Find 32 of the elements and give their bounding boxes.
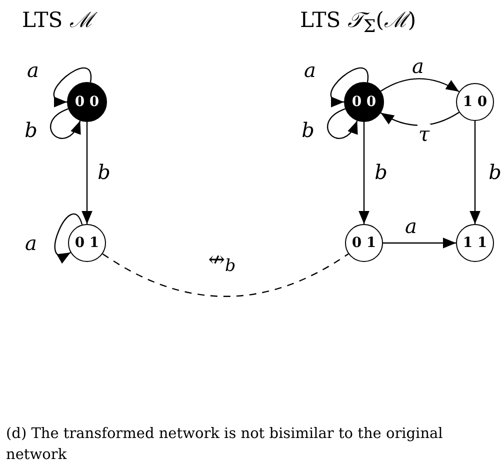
state-label: 1 1 — [462, 235, 488, 251]
self-loop-arrow — [50, 108, 81, 139]
self-loop-arrow — [53, 67, 92, 106]
state-label: 0 1 — [74, 235, 100, 251]
arrow — [82, 122, 92, 224]
state-label: 0 0 — [74, 94, 100, 110]
panel-title: LTS 𝒯$_{Σ}$(ℳ) — [300, 10, 416, 37]
edge-label: b — [24, 120, 38, 140]
initial-state-circle — [344, 82, 384, 122]
arrow — [470, 121, 480, 224]
state-circle — [456, 83, 494, 121]
connector-line — [102, 253, 349, 297]
self-loop-arrow — [54, 214, 83, 262]
state-label: 0 1 — [352, 235, 376, 251]
arrow — [358, 122, 370, 224]
state-label: 0 0 — [352, 94, 376, 110]
state-circle — [345, 224, 383, 262]
arrow — [383, 238, 456, 248]
edge-label: b — [96, 162, 112, 182]
state-circle — [456, 224, 494, 262]
edge-label: b — [374, 162, 388, 182]
edge-label: b — [488, 162, 502, 182]
self-loop-arrow — [327, 108, 358, 139]
caption: (d) The transformed network is not bisimilar to the original network — [6, 425, 444, 466]
state-circle — [68, 224, 106, 262]
arrow — [380, 112, 460, 126]
initial-state-circle — [67, 82, 107, 122]
state-label: 1 0 — [462, 94, 488, 110]
edge-label: τ — [417, 124, 431, 144]
self-loop-arrow — [330, 67, 368, 106]
edge-label: b — [300, 120, 316, 140]
arrow — [380, 78, 460, 92]
